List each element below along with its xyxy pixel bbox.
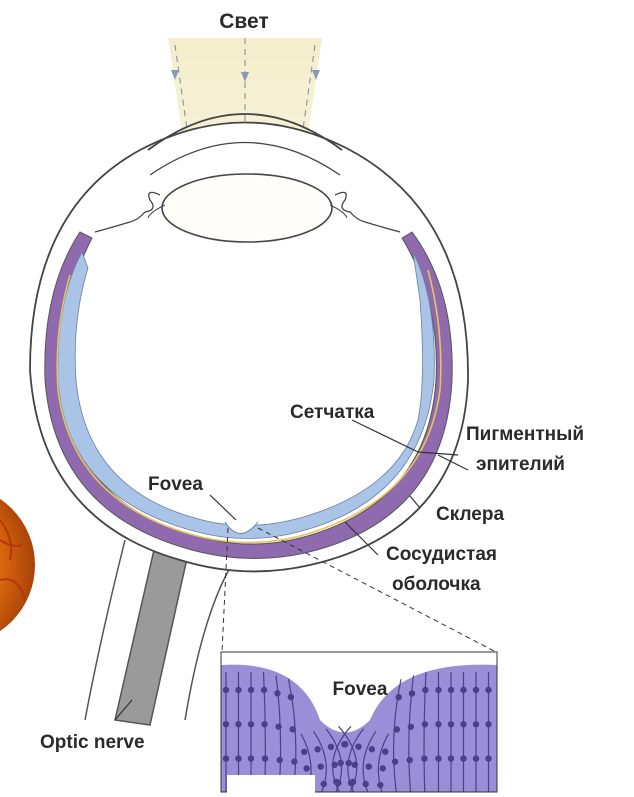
retinal-cell-body xyxy=(461,687,466,692)
retinal-cell-body xyxy=(275,691,280,696)
retinal-cell-body xyxy=(423,687,428,692)
retinal-cell-body xyxy=(292,759,297,764)
retinal-cell-body xyxy=(248,687,253,692)
retinal-cell-body xyxy=(290,727,295,732)
retinal-cell-body xyxy=(392,759,397,764)
eyeball xyxy=(30,114,468,571)
retinal-cell-body xyxy=(356,744,361,749)
retinal-cell-body xyxy=(288,694,293,699)
retinal-cell-body xyxy=(276,724,281,729)
retinal-cell-body xyxy=(315,747,320,752)
pigment-epithelium-label-1: Пигментный xyxy=(466,424,584,445)
retinal-cell-body xyxy=(396,695,401,700)
retinal-cell-body xyxy=(448,687,453,692)
sclera-label: Склера xyxy=(436,504,504,525)
retinal-cell-body xyxy=(318,764,323,769)
fovea-label: Fovea xyxy=(148,474,203,495)
retinal-cell-body xyxy=(461,756,466,761)
retinal-cell-body xyxy=(369,747,374,752)
retinal-cell-body xyxy=(328,744,333,749)
retinal-cell-body xyxy=(343,742,348,747)
retina-label: Сетчатка xyxy=(290,402,375,423)
retinal-cell-body xyxy=(486,687,491,692)
retinal-cell-body xyxy=(236,756,241,761)
choroid-label-2: оболочка xyxy=(392,574,481,595)
retinal-cell-body xyxy=(223,687,228,692)
pigment-epithelium-label-2: эпителий xyxy=(476,454,565,475)
retinal-cell-body xyxy=(486,756,491,761)
retinal-cell-body xyxy=(334,779,339,784)
retinal-cell-body xyxy=(277,757,282,762)
retinal-cell-body xyxy=(486,722,491,727)
retinal-cell-body xyxy=(302,749,307,754)
retinal-cell-body xyxy=(448,722,453,727)
retinal-cell-body xyxy=(348,780,353,785)
fovea-inset: Fovea xyxy=(221,652,497,797)
retinal-cell-body xyxy=(436,687,441,692)
retinal-cell-body xyxy=(473,722,478,727)
retinal-cell-body xyxy=(394,727,399,732)
light-label: Свет xyxy=(219,10,269,33)
retinal-cell-body xyxy=(262,756,267,761)
retinal-cell-body xyxy=(378,782,383,787)
retinal-cell-body xyxy=(436,722,441,727)
retinal-cell-body xyxy=(363,781,368,786)
retinal-cell-body xyxy=(352,762,357,767)
retinal-cell-body xyxy=(304,766,309,771)
retinal-cell-body xyxy=(223,722,228,727)
retinal-cell-body xyxy=(461,722,466,727)
retinal-cell-body xyxy=(408,724,413,729)
retinal-cell-body xyxy=(383,749,388,754)
fundus-photo xyxy=(0,485,35,645)
retinal-cell-body xyxy=(262,722,267,727)
retinal-cell-body xyxy=(407,757,412,762)
retinal-cell-body xyxy=(338,760,343,765)
retinal-cell-body xyxy=(409,691,414,696)
retinal-cell-body xyxy=(366,764,371,769)
retinal-cell-body xyxy=(422,722,427,727)
optic-nerve-label: Optic nerve xyxy=(40,732,145,753)
retinal-cell-body xyxy=(223,756,228,761)
retinal-cell-body xyxy=(261,687,266,692)
retinal-cell-body xyxy=(236,687,241,692)
retinal-cell-body xyxy=(248,756,253,761)
retinal-cell-body xyxy=(436,756,441,761)
retinal-cell-body xyxy=(380,766,385,771)
retinal-cell-body xyxy=(422,756,427,761)
retinal-cell-body xyxy=(448,756,453,761)
retinal-cell-body xyxy=(473,756,478,761)
retinal-cell-body xyxy=(248,722,253,727)
retinal-cell-body xyxy=(473,687,478,692)
retinal-cell-body xyxy=(236,722,241,727)
retinal-cell-body xyxy=(321,781,326,786)
fovea-inset-label: Fovea xyxy=(333,679,388,700)
choroid-label-1: Сосудистая xyxy=(386,544,497,565)
